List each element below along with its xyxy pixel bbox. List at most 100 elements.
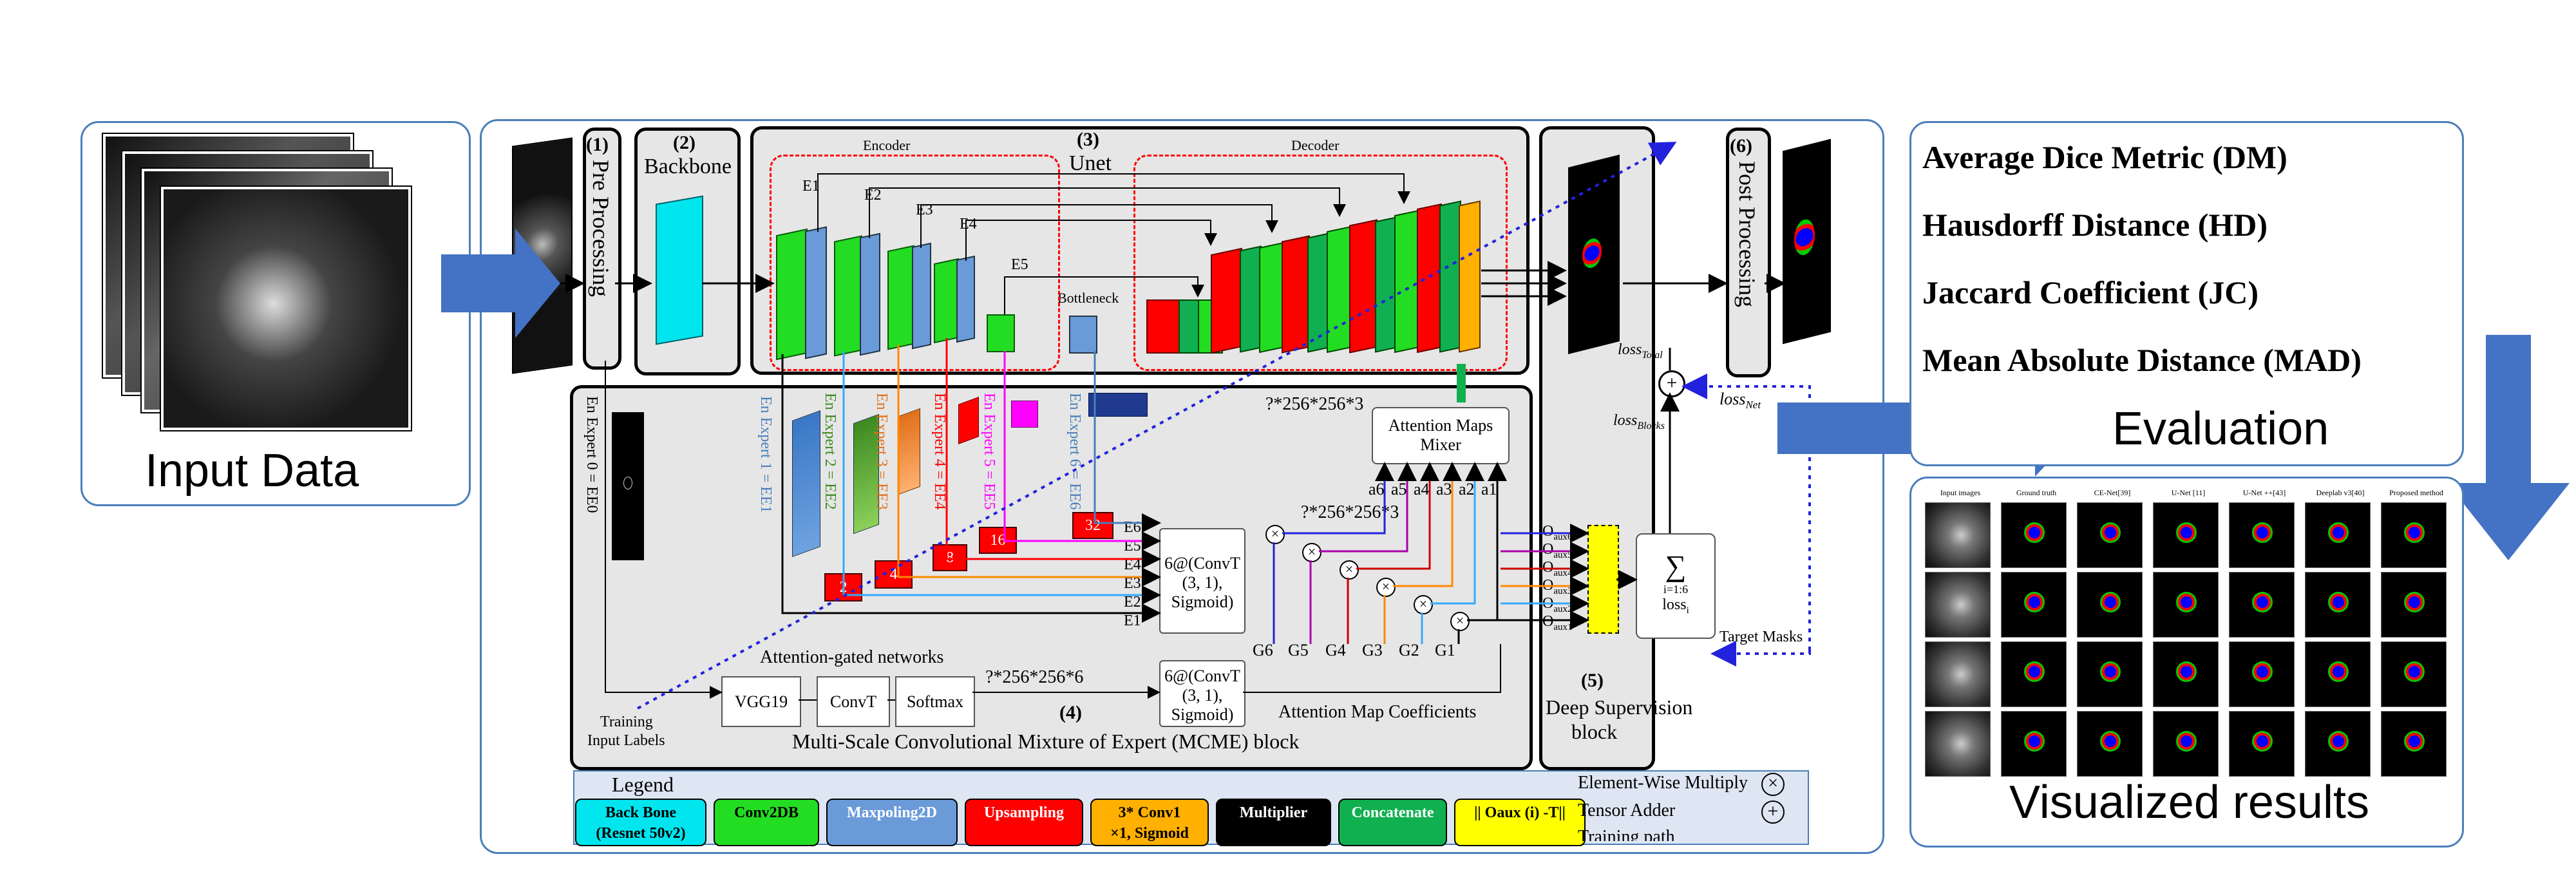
- skip-connection: [869, 187, 1346, 238]
- skip-connection: [920, 204, 1278, 248]
- g-label-g3: G3: [1362, 641, 1383, 659]
- segmentation-blob: [2252, 522, 2273, 543]
- legend-chip-label: Upsampling: [983, 804, 1065, 821]
- segmentation-blob: [2252, 661, 2273, 682]
- g-label-g4: G4: [1325, 641, 1346, 659]
- loss-total-label: lossTotal: [1618, 341, 1663, 361]
- shape-label-1: ?*256*256*3: [1265, 394, 1364, 414]
- post-processing-label: Post Processing: [1734, 161, 1760, 308]
- results-column-header: U-Net ++[43]: [2242, 488, 2286, 497]
- evaluation-label: Evaluation: [2112, 403, 2329, 455]
- result-segmentation-thumbnail: [2077, 502, 2143, 568]
- multiply-icon: ×: [1414, 595, 1433, 614]
- o-aux-label: Oaux4: [1542, 559, 1573, 579]
- sum-loss-sub: i: [1686, 605, 1689, 616]
- result-input-thumbnail: [1925, 641, 1991, 707]
- loss-net-sub: Net: [1745, 399, 1761, 412]
- convt2-line2: (3, 1),: [1182, 686, 1223, 705]
- a-label-a3: a3: [1436, 480, 1452, 498]
- result-segmentation-thumbnail: [2001, 711, 2067, 777]
- encoder-label: Encoder: [863, 137, 911, 153]
- o-aux-label: Oaux1: [1542, 613, 1573, 633]
- e-line-label-e1: E1: [1124, 612, 1141, 629]
- post-processing-num: (6): [1730, 135, 1752, 156]
- convt-sigmoid-box-2: 6@(ConvT (3, 1), Sigmoid): [1159, 660, 1245, 727]
- a3-line: [1393, 462, 1462, 587]
- expert-image-ee0: [612, 412, 644, 560]
- result-segmentation-thumbnail: [2153, 502, 2219, 568]
- sum-symbol: ∑: [1665, 549, 1687, 582]
- o-aux-sub: aux5: [1553, 549, 1573, 560]
- deep-supervision-label-1: Deep Supervision: [1546, 696, 1693, 719]
- e5-line: [1003, 351, 1161, 551]
- segmentation-blob: [2328, 592, 2349, 612]
- g-label-g1: G1: [1435, 641, 1455, 659]
- post-processing-box: [1726, 128, 1771, 377]
- segmentation-blob: [2328, 731, 2349, 752]
- legend-chip-label: Multiplier: [1239, 804, 1308, 821]
- a5-line: [1319, 462, 1417, 553]
- input-flow-arrow: [441, 229, 560, 338]
- g-label-g5: G5: [1288, 641, 1309, 659]
- e-line-label-e2: E2: [1124, 594, 1141, 611]
- e4-line: [945, 338, 1161, 569]
- result-segmentation-thumbnail: [2229, 641, 2295, 707]
- scale-cube-4: 4: [875, 560, 913, 589]
- segmentation-blob: [2176, 661, 2197, 682]
- deep-supervision-num: (5): [1581, 670, 1604, 691]
- legend-op-adder: Tensor Adder: [1578, 800, 1676, 820]
- legend-chip: Back Bone(Resnet 50v2): [575, 799, 706, 846]
- backbone-label: Backbone: [644, 155, 732, 178]
- results-column-header: Ground truth: [2016, 488, 2057, 497]
- convt1-line1: 6@(ConvT: [1164, 554, 1240, 573]
- segmentation-blob: [2176, 731, 2197, 752]
- results-title: Visualized results: [2009, 777, 2369, 828]
- segmentation-blob: [2252, 592, 2273, 612]
- legend-adder-icon: +: [1761, 800, 1785, 824]
- legend-chip: Upsampling: [965, 799, 1083, 846]
- result-input-thumbnail: [1925, 502, 1991, 568]
- mcme-label: Multi-Scale Convolutional Mixture of Exp…: [792, 730, 1300, 753]
- expert-label-ee3: En Expert 3 = EE3: [873, 393, 890, 510]
- o-aux-sub: aux3: [1553, 585, 1573, 596]
- expert-label-ee5: En Expert 5 = EE5: [981, 393, 998, 510]
- convt1-line3: Sigmoid): [1171, 592, 1234, 611]
- mixer-line1: Attention Maps: [1388, 416, 1493, 435]
- multiply-icon: ×: [1340, 560, 1359, 580]
- legend-op-multiply: Element-Wise Multiply: [1578, 773, 1748, 793]
- loss-blocks-text: loss: [1613, 412, 1638, 429]
- loss-total-sub: Total: [1642, 349, 1663, 361]
- segmentation-blob: [2100, 731, 2121, 752]
- result-segmentation-thumbnail: [2381, 572, 2447, 638]
- segmentation-blob: [2100, 661, 2121, 682]
- convt2-line1: 6@(ConvT: [1164, 667, 1240, 685]
- mixer-to-decoder-arrow: [1457, 364, 1466, 403]
- multiply-icon: ×: [1302, 543, 1321, 562]
- deep-supervision-label-2: block: [1571, 720, 1618, 743]
- segmentation-blob: [2328, 661, 2349, 682]
- scale-cube-32: 32: [1072, 512, 1113, 539]
- a-label-a2: a2: [1459, 480, 1475, 498]
- expert-label-ee2: En Expert 2 = EE2: [822, 393, 838, 510]
- o-aux-sub: aux1: [1553, 621, 1573, 632]
- results-column-header: Input images: [1940, 488, 1981, 497]
- a1-line: [1467, 462, 1507, 621]
- result-segmentation-thumbnail: [2077, 641, 2143, 707]
- result-segmentation-thumbnail: [2001, 572, 2067, 638]
- scale-cube-8: 8: [933, 544, 967, 571]
- g-label-g6: G6: [1253, 641, 1273, 659]
- legend-chip-label: Back Bone: [605, 804, 676, 821]
- metric-jaccard: Jaccard Coefficient (JC): [1922, 274, 2259, 310]
- vgg19-box: VGG19: [721, 676, 801, 727]
- result-segmentation-thumbnail: [2229, 502, 2295, 568]
- result-segmentation-thumbnail: [2077, 572, 2143, 638]
- o-aux-letter: O: [1542, 523, 1554, 540]
- result-input-thumbnail: [1925, 572, 1991, 638]
- a-label-a4: a4: [1414, 480, 1430, 498]
- shape-label-2: ?*256*256*3: [1301, 502, 1399, 522]
- loss-blocks-sub: Blocks: [1637, 420, 1665, 431]
- a2-line: [1430, 462, 1484, 605]
- segmentation-blob: [2252, 731, 2273, 752]
- encoder-label-e2: E2: [864, 187, 882, 204]
- a-label-a5: a5: [1391, 480, 1407, 498]
